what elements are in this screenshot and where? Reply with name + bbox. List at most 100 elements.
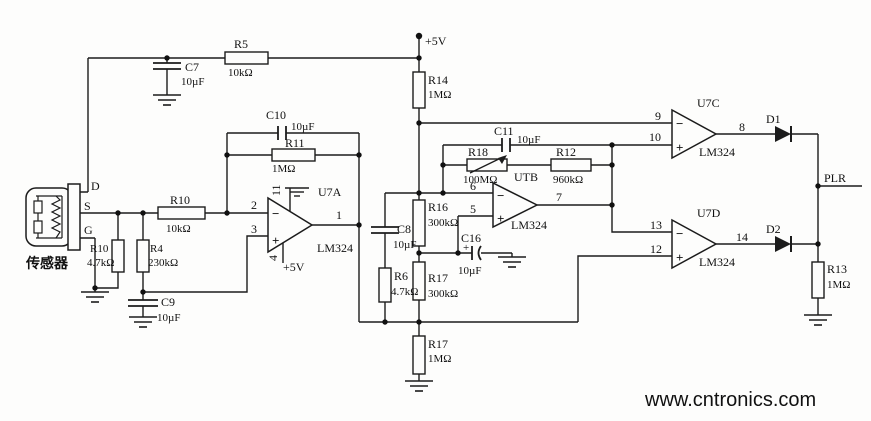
utb-part: LM324 xyxy=(511,218,547,232)
ground-symbol xyxy=(803,314,833,326)
watermark-text: www.cntronics.com xyxy=(644,389,816,411)
sensor-name-label: 传感器 xyxy=(25,255,69,272)
c16-polarity: + xyxy=(463,242,469,254)
opamp-u7a-body xyxy=(267,196,314,254)
opamp-utb-body xyxy=(492,181,539,229)
u7d-part: LM324 xyxy=(699,255,735,269)
capacitor-c8 xyxy=(371,226,399,234)
utb-ref: UTB xyxy=(514,170,538,184)
r13-val: 1MΩ xyxy=(827,279,850,291)
utb-minus-sign: − xyxy=(497,188,504,203)
capacitors xyxy=(128,62,511,307)
u7d-plus-sign: + xyxy=(676,250,683,265)
u7c-minus-sign: − xyxy=(676,116,683,131)
u7a-pin1: 1 xyxy=(336,208,342,222)
sensor-pin-g: G xyxy=(84,223,93,237)
u7c-pin9: 9 xyxy=(655,109,661,123)
ground-symbol xyxy=(128,316,158,328)
sensor-pin-s: S xyxy=(84,199,91,213)
r18-val: 100MΩ xyxy=(463,174,497,186)
c9-ref: C9 xyxy=(161,295,175,309)
capacitor-c16 xyxy=(471,245,482,261)
resistors xyxy=(111,51,825,375)
u7a-pin11: 11 xyxy=(269,184,283,196)
opamp-bodies xyxy=(267,108,718,270)
r14-val: 1MΩ xyxy=(428,89,451,101)
u7c-ref: U7C xyxy=(697,96,720,110)
utb-pin6: 6 xyxy=(470,179,476,193)
ground-symbol-u7a-pin11 xyxy=(285,187,309,197)
u7a-ref: U7A xyxy=(318,185,342,199)
ground-symbol xyxy=(152,94,182,106)
r6-val: 4.7kΩ xyxy=(391,286,418,298)
u7d-pin14: 14 xyxy=(736,230,748,244)
r5-ref: R5 xyxy=(234,37,248,51)
u7a-pin2: 2 xyxy=(251,198,257,212)
resistor-r12 xyxy=(550,158,592,172)
resistor-r17-bottom xyxy=(412,335,426,375)
c9-val: 10µF xyxy=(157,312,180,324)
u7a-plus-sign: + xyxy=(272,233,279,248)
c11-ref: C11 xyxy=(494,124,514,138)
r10-series-ref: R10 xyxy=(170,193,190,207)
u7a-part: LM324 xyxy=(317,241,353,255)
u7c-part: LM324 xyxy=(699,145,735,159)
opamp-u7d-body xyxy=(671,218,718,270)
r12-val: 960kΩ xyxy=(553,174,583,186)
u7d-minus-sign: − xyxy=(676,226,683,241)
ground-symbol xyxy=(80,291,110,303)
d2-ref: D2 xyxy=(766,222,781,236)
capacitor-c10 xyxy=(277,126,287,140)
r16-val: 300kΩ xyxy=(428,217,458,229)
r5-val: 10kΩ xyxy=(228,67,253,79)
r17-bottom-val: 1MΩ xyxy=(428,353,451,365)
gas-sensor-symbol xyxy=(25,183,81,251)
r14-ref: R14 xyxy=(428,73,448,87)
r17-mid-ref: R17 xyxy=(428,271,448,285)
labels: +5V +5V PLR 传感器 D S G R5 10kΩ R10 10kΩ R… xyxy=(25,34,850,365)
c7-val: 10µF xyxy=(181,76,204,88)
u7a-vcc-label: +5V xyxy=(283,260,305,274)
vcc-label: +5V xyxy=(425,34,447,48)
u7d-pin12: 12 xyxy=(650,242,662,256)
junction-dots xyxy=(92,32,821,325)
r17-mid-val: 300kΩ xyxy=(428,288,458,300)
diode-d1 xyxy=(775,126,792,142)
c7-ref: C7 xyxy=(185,60,199,74)
u7c-plus-sign: + xyxy=(676,140,683,155)
opamp-u7c-body xyxy=(671,108,718,160)
utb-plus-sign: + xyxy=(497,211,504,226)
resistor-r13 xyxy=(811,261,825,299)
r10-series-val: 10kΩ xyxy=(166,223,191,235)
resistor-r14 xyxy=(412,71,426,109)
diode-d2 xyxy=(775,236,792,252)
c16-ref: C16 xyxy=(461,231,481,245)
c8-ref: C8 xyxy=(397,222,411,236)
plr-output-label: PLR xyxy=(824,171,846,185)
r12-ref: R12 xyxy=(556,145,576,159)
resistor-r10-series xyxy=(157,206,206,220)
u7a-pin3: 3 xyxy=(251,222,257,236)
r18-ref: R18 xyxy=(468,145,488,159)
r4-val: 230kΩ xyxy=(148,257,178,269)
capacitor-c11 xyxy=(501,138,511,152)
u7c-pin8: 8 xyxy=(739,120,745,134)
c11-val: 10µF xyxy=(517,134,540,146)
r18-trimmer-arrow xyxy=(469,155,507,174)
c8-val: 10µF xyxy=(393,239,416,251)
resistor-r10-bias xyxy=(111,239,125,273)
c10-ref: C10 xyxy=(266,108,286,122)
utb-pin7: 7 xyxy=(556,190,562,204)
u7d-ref: U7D xyxy=(697,206,721,220)
resistor-r5 xyxy=(224,51,269,65)
r16-ref: R16 xyxy=(428,200,448,214)
c10-val: 10µF xyxy=(291,121,314,133)
r11-val: 1MΩ xyxy=(272,163,295,175)
r6-ref: R6 xyxy=(394,269,408,283)
u7c-pin10: 10 xyxy=(649,130,661,144)
resistor-r11 xyxy=(271,148,316,162)
u7a-pin4: 4 xyxy=(266,255,280,261)
r10-bias-ref: R10 xyxy=(90,243,109,255)
